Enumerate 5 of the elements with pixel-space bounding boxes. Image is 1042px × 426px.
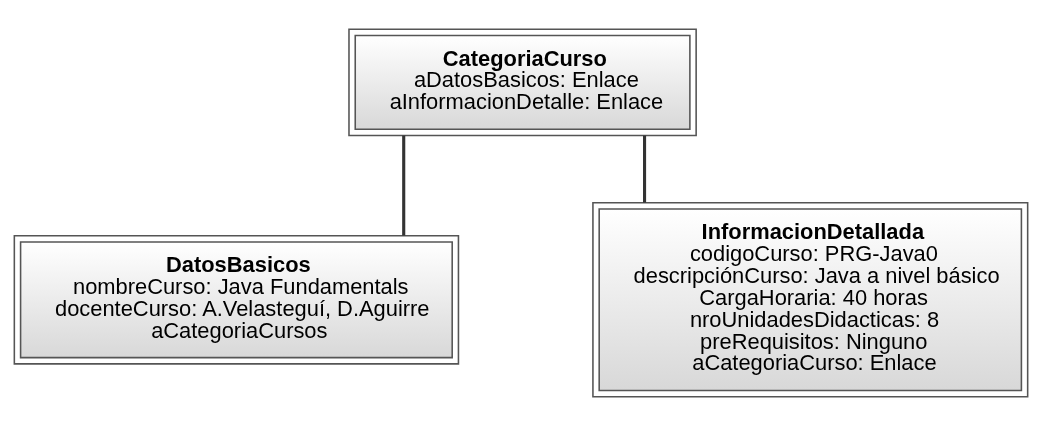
node-box: InformacionDetallada codigoCurso: PRG-Java0 descripciónCurso: Java a nivel básico CargaHoraria: 40 horas nroUnidadesDidacticas: 8 preRequisitos: Ninguno aCategoriaCurso: Enlace <box>592 202 1029 398</box>
node-box: CategoriaCurso aDatosBasicos: Enlace aInformacionDetalle: Enlace <box>348 28 697 137</box>
connector <box>402 135 406 236</box>
connector <box>642 135 647 203</box>
node-box: DatosBasicos nombreCurso: Java Fundamentals docenteCurso: A.Velasteguí, D.Aguirre aCategoriaCursos <box>13 234 460 365</box>
